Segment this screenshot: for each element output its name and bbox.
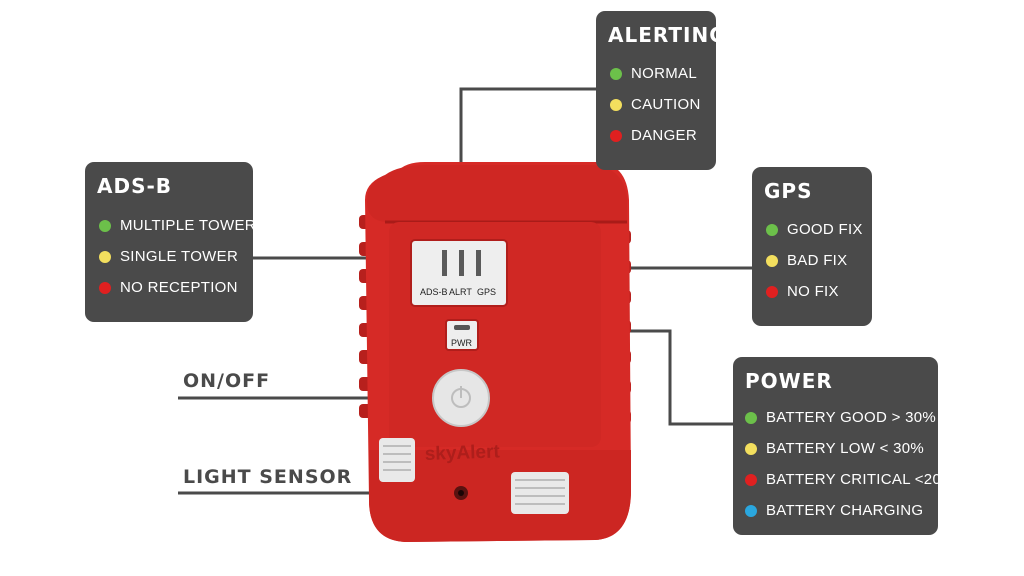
display-label-alrt: ALRT (449, 287, 472, 297)
right-speaker-grille (511, 472, 569, 514)
alerting-item-danger: DANGER (610, 127, 697, 144)
left-speaker-grille (379, 438, 415, 482)
legend-label: NORMAL (631, 65, 697, 82)
yellow-status-dot-icon (610, 98, 622, 111)
display-label-adsb: ADS-B (420, 287, 448, 297)
red-status-dot-icon (610, 129, 622, 142)
gps-panel: GPS GOOD FIX BAD FIX NO FIX (752, 167, 872, 326)
legend-label: BATTERY CHARGING (766, 502, 924, 519)
gps-item-good-fix: GOOD FIX (766, 221, 863, 238)
legend-label: GOOD FIX (787, 221, 863, 238)
legend-label: BATTERY LOW < 30% (766, 440, 925, 457)
legend-label: SINGLE TOWER (120, 248, 239, 265)
red-status-dot-icon (99, 281, 111, 294)
alerting-title: ALERTING (608, 23, 727, 47)
legend-label: BAD FIX (787, 252, 848, 269)
power-panel: POWER BATTERY GOOD > 30% BATTERY LOW < 3… (733, 357, 954, 535)
yellow-status-dot-icon (766, 254, 778, 267)
green-status-dot-icon (610, 67, 622, 80)
blue-status-dot-icon (745, 504, 757, 517)
red-status-dot-icon (766, 285, 778, 298)
adsb-item-single-tower: SINGLE TOWER (99, 248, 238, 265)
adsb-panel: ADS-B MULTIPLE TOWERS SINGLE TOWER NO RE… (85, 162, 266, 322)
gps-item-bad-fix: BAD FIX (766, 252, 847, 269)
alerting-panel: ALERTING NORMAL CAUTION DANGER (596, 11, 726, 170)
legend-label: NO FIX (787, 283, 839, 300)
power-title: POWER (745, 369, 833, 393)
legend-label: BATTERY CRITICAL <20% (766, 471, 955, 488)
legend-label: NO RECEPTION (120, 279, 238, 296)
gps-item-no-fix: NO FIX (766, 283, 839, 300)
on-off-label: ON/OFF (183, 370, 271, 392)
alerting-item-normal: NORMAL (610, 65, 697, 82)
legend-label: DANGER (631, 127, 697, 144)
green-status-dot-icon (745, 411, 757, 424)
yellow-status-dot-icon (745, 442, 757, 455)
power-item-battery-low: BATTERY LOW < 30% (745, 440, 924, 457)
yellow-status-dot-icon (99, 250, 111, 263)
skyalert-device: ADS-B ALRT GPS PWR skyAlert (359, 162, 631, 542)
adsb-item-no-reception: NO RECEPTION (99, 279, 238, 296)
alerting-item-caution: CAUTION (610, 96, 701, 113)
red-status-dot-icon (745, 473, 757, 486)
green-status-dot-icon (99, 219, 111, 232)
legend-label: CAUTION (631, 96, 701, 113)
gps-title: GPS (764, 179, 813, 203)
light-sensor-label: LIGHT SENSOR (183, 466, 353, 488)
power-item-battery-good: BATTERY GOOD > 30% (745, 409, 936, 426)
adsb-item-multiple-towers: MULTIPLE TOWERS (99, 217, 266, 234)
brand-logo-text: skyAlert (424, 441, 500, 465)
adsb-title: ADS-B (97, 174, 173, 198)
display-label-gps: GPS (477, 287, 496, 297)
legend-label: MULTIPLE TOWERS (120, 217, 267, 234)
power-item-battery-critical: BATTERY CRITICAL <20% (745, 471, 955, 488)
green-status-dot-icon (766, 223, 778, 236)
pwr-label: PWR (451, 338, 472, 348)
legend-label: BATTERY GOOD > 30% (766, 409, 937, 426)
power-item-battery-charging: BATTERY CHARGING (745, 502, 923, 519)
